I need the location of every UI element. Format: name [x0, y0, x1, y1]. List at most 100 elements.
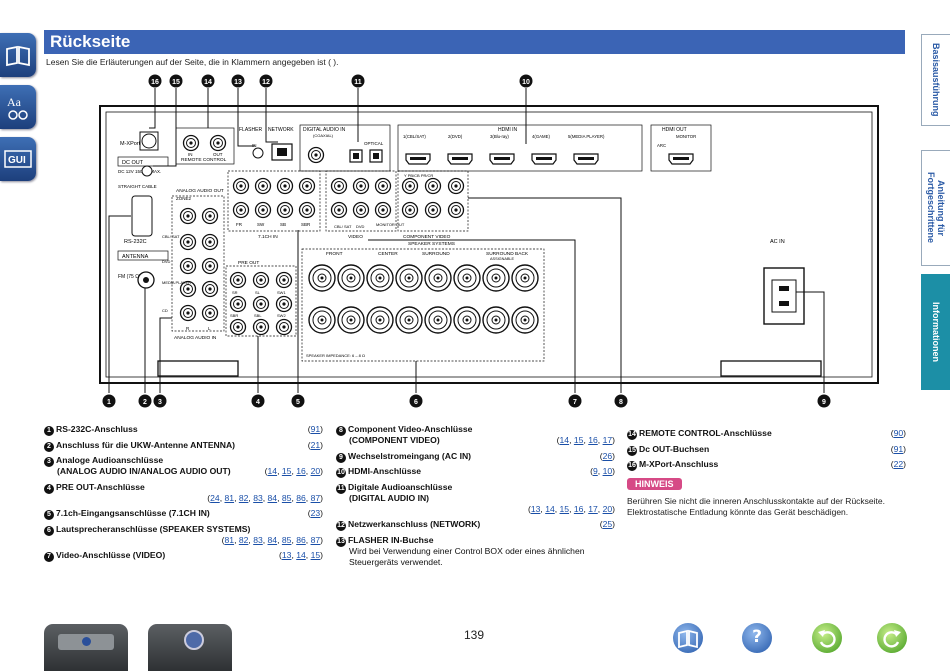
page-link[interactable]: 22	[893, 459, 904, 469]
legend-title: HDMI-Anschlüsse	[348, 466, 422, 476]
page-link[interactable]: 21	[310, 439, 321, 450]
contents-book-icon[interactable]	[0, 33, 36, 77]
page-link[interactable]: 83	[253, 492, 263, 503]
page-link[interactable]: 87	[310, 492, 321, 503]
svg-text:GUI: GUI	[8, 155, 26, 166]
label-ac-in: AC IN	[770, 239, 785, 245]
title-bar: Rückseite	[44, 30, 905, 54]
page-references: (90)	[890, 428, 906, 438]
legend-number: 5	[44, 510, 54, 520]
page-link[interactable]: 85	[281, 534, 292, 545]
page-references: (81, 82, 83, 84, 85, 86, 87)	[221, 534, 323, 545]
page-link[interactable]: 13	[281, 550, 292, 560]
page-link[interactable]: 25	[602, 519, 613, 529]
page-link[interactable]: 23	[310, 508, 321, 518]
contents-button[interactable]	[673, 623, 703, 653]
page-link[interactable]: 81	[224, 534, 235, 545]
book-icon	[678, 629, 698, 649]
page-link[interactable]: 86	[296, 534, 306, 545]
page-number: 139	[464, 628, 485, 642]
page-link[interactable]: 14	[545, 503, 555, 514]
legend-number: 16	[627, 461, 637, 471]
page-link[interactable]: 15	[559, 503, 570, 514]
page-link[interactable]: 90	[893, 428, 904, 438]
label-sbl: SBL	[254, 313, 262, 318]
page-link[interactable]: 16	[573, 503, 584, 514]
label-sw: SW	[257, 222, 265, 227]
page-link[interactable]: 15	[573, 435, 584, 445]
page-link[interactable]: 16	[296, 466, 306, 476]
label-hdmi-monitor: MONITOR	[676, 134, 696, 139]
page-link[interactable]: 84	[267, 534, 278, 545]
forward-button[interactable]	[877, 623, 907, 653]
hinweis-text: Berühren Sie nicht die inneren Anschluss…	[627, 496, 885, 517]
page-link[interactable]: 15	[281, 466, 292, 476]
tab-basisausfuehrung[interactable]: Basisausführung	[921, 34, 950, 126]
page-link[interactable]: 10	[602, 466, 613, 476]
index-aa-icon[interactable]: Aa	[0, 85, 36, 129]
page-references: (24, 81, 82, 83, 84, 85, 86, 87)	[207, 492, 323, 503]
label-digital-audio-in: DIGITAL AUDIO IN	[303, 127, 346, 133]
legend-number: 8	[336, 426, 346, 436]
back-button[interactable]	[812, 623, 842, 653]
page-link[interactable]: 82	[238, 492, 249, 503]
legend-number: 14	[627, 430, 637, 440]
gui-icon[interactable]: GUI	[0, 137, 36, 181]
hinweis-box: HINWEIS Berühren Sie nicht die inneren A…	[627, 474, 906, 518]
label-sr: SR	[232, 290, 238, 295]
page-link[interactable]: 14	[559, 435, 570, 445]
page-references: (23)	[307, 508, 323, 518]
page-references: (91)	[890, 443, 906, 454]
legend-title: Digitale Audioanschlüsse	[348, 481, 453, 492]
page-references: (14, 15, 16, 17)	[556, 435, 615, 445]
label-pre-out: PRE OUT	[238, 260, 259, 266]
page-link[interactable]: 85	[281, 492, 292, 503]
rear-panel-diagram: M-XPort DC OUT DC 12V 150mA MAX. STRAIGH…	[99, 74, 879, 408]
front-panel-thumbnail[interactable]	[44, 624, 128, 671]
page-link[interactable]: 14	[267, 466, 278, 476]
page-link[interactable]: 17	[602, 435, 613, 445]
label-cd: CD	[162, 308, 168, 313]
label-front: FRONT	[326, 251, 343, 257]
page-link[interactable]: 16	[588, 435, 598, 445]
page-link[interactable]: 15	[310, 550, 321, 560]
page-link[interactable]: 9	[593, 466, 598, 476]
label-fm: FM (75 Ω)	[118, 274, 141, 280]
page-link[interactable]: 20	[602, 503, 613, 514]
page-link[interactable]: 13	[530, 503, 541, 514]
label-surround: SURROUND	[422, 251, 450, 257]
tab-fortgeschrittene[interactable]: Anleitung für Fortgeschrittene	[921, 150, 950, 266]
page-link[interactable]: 82	[238, 534, 249, 545]
label-pre-sbr: SBR	[230, 313, 238, 318]
label-zone2: ZONE2	[176, 196, 192, 201]
remote-thumbnail[interactable]	[148, 624, 232, 671]
help-button[interactable]: ?	[742, 623, 772, 653]
label-sw2: SW2	[277, 313, 286, 318]
page-link[interactable]: 24	[210, 492, 220, 503]
label-dvd-in: DVD	[162, 259, 171, 264]
callout-6: 6	[414, 399, 418, 406]
page-link[interactable]: 26	[602, 450, 613, 461]
page-link[interactable]: 14	[296, 550, 306, 560]
page-link[interactable]: 86	[296, 492, 306, 503]
page-link[interactable]: 91	[893, 443, 904, 454]
page-link[interactable]: 83	[253, 534, 263, 545]
label-hdmi-2: 2(DVD)	[448, 134, 463, 139]
label-cbl-sat: CBL/ SAT	[162, 234, 180, 239]
page-link[interactable]: 81	[224, 492, 235, 503]
legend-title: Wechselstromeingang (AC IN)	[348, 450, 472, 461]
page-link[interactable]: 91	[310, 424, 321, 434]
tab-informationen[interactable]: Informationen	[921, 274, 950, 390]
page-link[interactable]: 84	[267, 492, 278, 503]
legend-title: RS-232C-Anschluss	[56, 424, 138, 434]
tab-label: Anleitung für Fortgeschrittene	[926, 172, 946, 244]
legend-title: Video-Anschlüsse (VIDEO)	[56, 550, 166, 560]
page-link[interactable]: 87	[310, 534, 321, 545]
legend-number: 2	[44, 441, 54, 452]
page-link[interactable]: 20	[310, 466, 321, 476]
page-link[interactable]: 17	[588, 503, 598, 514]
page-references: (26)	[599, 450, 615, 461]
